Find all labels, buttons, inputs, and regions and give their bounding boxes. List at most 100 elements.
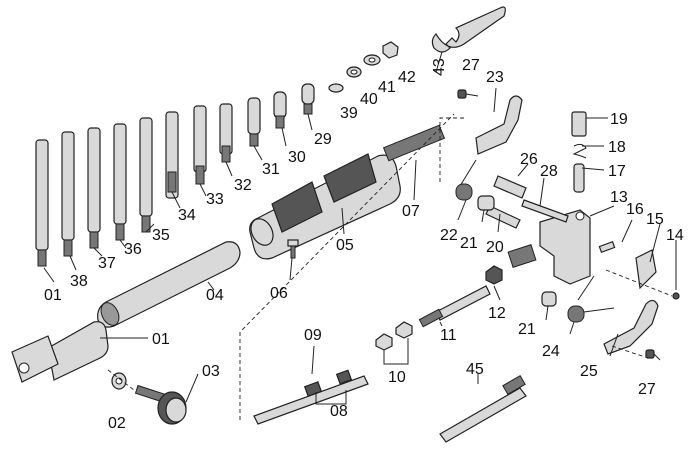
pin-17: [573, 163, 585, 193]
label-20: 20: [486, 239, 504, 256]
label-22: 22: [440, 227, 458, 244]
label-39: 01: [44, 287, 62, 304]
label-06: 06: [270, 285, 288, 302]
washer-41: [346, 66, 362, 78]
assembly-line-1: [239, 113, 455, 420]
assembly-line-3: [107, 369, 135, 391]
label-31: 31: [262, 161, 280, 178]
label-08: 08: [330, 403, 348, 420]
label-09: 09: [304, 327, 322, 344]
tap-rod-34: [165, 111, 179, 199]
tap-rod-31: [247, 97, 261, 147]
lever-25: [603, 299, 659, 355]
leader-lines: [43, 51, 677, 405]
tap-rod-39: [35, 139, 49, 267]
rod-08: [253, 369, 369, 425]
washer-40: [328, 83, 344, 93]
label-44: 43: [431, 58, 448, 76]
label-05: 05: [336, 237, 354, 254]
handle-body-05: [249, 153, 401, 260]
label-18: 18: [608, 139, 626, 156]
tool-45: [439, 374, 527, 443]
label-03: 03: [202, 363, 220, 380]
label-13: 13: [610, 189, 628, 206]
assembly-line-4: [605, 269, 673, 297]
tap-rod-35: [139, 117, 153, 233]
label-34: 34: [178, 207, 196, 224]
label-27b: 27: [638, 381, 656, 398]
label-14: 14: [666, 227, 684, 244]
label-11: 11: [440, 327, 457, 344]
label-42: 41: [378, 79, 396, 96]
screw-19: [571, 111, 587, 137]
label-36: 36: [124, 241, 142, 258]
washer-02: [111, 372, 127, 390]
spring-22: [455, 159, 477, 201]
label-01-text: 01: [152, 331, 170, 348]
nut-10b: [395, 321, 413, 339]
rod-28: [521, 199, 569, 223]
screw-27a: [457, 89, 479, 99]
screw-16: [598, 241, 616, 253]
screw-11: [418, 285, 491, 328]
tap-rod-38: [61, 131, 75, 257]
label-04: 04: [206, 287, 224, 304]
nut-12: [485, 265, 503, 285]
tap-head-01: [11, 321, 109, 383]
label-41: 40: [360, 91, 378, 108]
nut-10a: [375, 333, 393, 351]
label-28: 28: [540, 163, 558, 180]
label-21b: 21: [518, 321, 536, 338]
label-21a: 21: [460, 235, 478, 252]
label-19: 19: [610, 111, 628, 128]
pin-20: [485, 205, 521, 229]
tap-rod-30: [273, 91, 287, 129]
label-45: 45: [466, 361, 484, 378]
nut-43: [382, 41, 399, 59]
label-40: 39: [340, 105, 358, 122]
tap-rod-32: [219, 103, 233, 163]
label-24: 24: [542, 343, 560, 360]
tube-04: [97, 241, 241, 328]
screw-14: [672, 292, 680, 300]
spring-24: [567, 275, 615, 323]
label-38: 38: [70, 273, 88, 290]
bushing-21b: [541, 291, 557, 307]
assembly-line-2: [439, 117, 466, 182]
bushing-21a: [477, 195, 495, 211]
label-15: 15: [646, 211, 664, 228]
screw-06: [287, 239, 299, 259]
label-35: 35: [152, 227, 170, 244]
label-26: 26: [520, 151, 538, 168]
label-29: 29: [314, 131, 332, 148]
block-13: [507, 209, 591, 285]
knob-03: [134, 384, 187, 425]
label-12: 12: [488, 305, 506, 322]
wrench-44: [431, 6, 506, 53]
label-02: 02: [108, 415, 126, 432]
rod-26: [493, 175, 527, 199]
spring-18: [572, 143, 587, 159]
label-07: 07: [402, 203, 420, 220]
spring-07: [382, 124, 446, 162]
washer-42: [363, 54, 381, 66]
tap-rod-36: [113, 123, 127, 241]
label-27a: 27: [462, 57, 480, 74]
label-33: 33: [206, 191, 224, 208]
tap-rod-33: [193, 105, 207, 185]
lever-23: [475, 95, 523, 155]
tap-rod-37: [87, 127, 101, 249]
label-43: 42: [398, 69, 416, 86]
screw-27b: [645, 349, 661, 361]
plate-15: [635, 249, 657, 290]
label-16: 16: [626, 201, 644, 218]
label-25: 25: [580, 363, 598, 380]
assembly-line-5: [611, 345, 649, 359]
label-23: 23: [486, 69, 504, 86]
tap-rod-29: [301, 83, 315, 115]
label-30: 30: [288, 149, 306, 166]
label-17: 17: [608, 163, 626, 180]
label-37: 37: [98, 255, 116, 272]
